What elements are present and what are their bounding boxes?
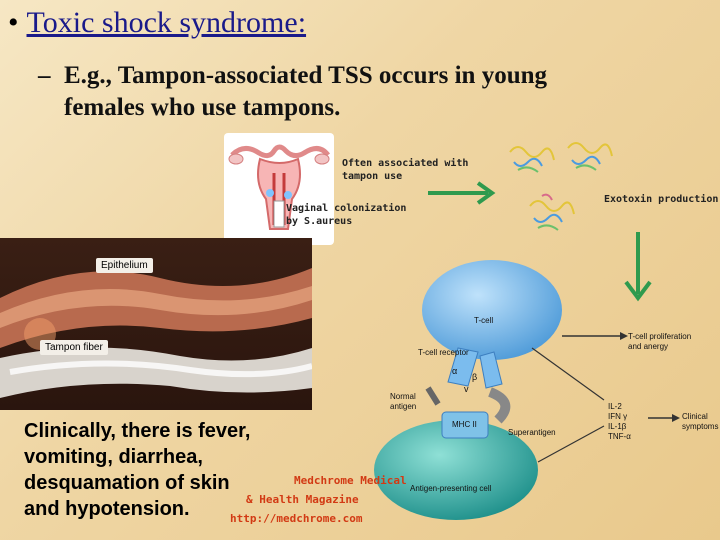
tcell-proliferation-line2: and anergy [628, 342, 669, 351]
tcell-proliferation-line1: T-cell proliferation [628, 332, 692, 341]
slide-title[interactable]: Toxic shock syndrome: [26, 6, 307, 39]
right-arrow-icon [428, 181, 496, 205]
watermark-line1: Medchrome Medical [294, 474, 407, 487]
apc-label: Antigen-presenting cell [410, 484, 492, 493]
cytokine-item: IFN γ [608, 412, 628, 421]
uterus-illustration [224, 133, 334, 245]
clinical-line3: desquamation of skin [24, 472, 230, 494]
sub-bullet-line1: E.g., Tampon-associated TSS occurs in yo… [64, 62, 547, 89]
clinical-symptoms-line2: symptoms [682, 422, 719, 431]
beta-label: β [472, 372, 478, 382]
heading-line: •Toxic shock syndrome: [8, 6, 306, 40]
tcell-receptor-label: T-cell receptor [418, 348, 469, 357]
uterus-icon [228, 144, 330, 230]
watermark: Medchrome Medical & Health Magazine http… [230, 474, 407, 525]
normal-antigen-label: Normal antigen [390, 392, 416, 412]
clinical-symptoms-line1: Clinical [682, 412, 708, 421]
protein-structures-icon [509, 142, 613, 231]
clinical-symptoms-label: Clinical symptoms [682, 412, 718, 432]
clinical-line4: and hypotension. [24, 498, 190, 520]
exotoxin-label: Exotoxin production [604, 194, 719, 205]
dash-marker: – [38, 62, 51, 89]
cytokine-list: IL-2 IFN γ IL-1β TNF-α [608, 402, 631, 442]
tissue-micrograph: Epithelium Tampon fiber [0, 238, 313, 410]
mhc-label: MHC II [452, 420, 477, 429]
tampon-fiber-label: Tampon fiber [40, 340, 108, 355]
note-tampon-use-line1: Often associated with [342, 158, 469, 169]
watermark-line2: & Health Magazine [246, 493, 359, 506]
tcell-proliferation-label: T-cell proliferation and anergy [628, 332, 691, 352]
v-label: v [464, 384, 469, 394]
cytokine-item: IL-1β [608, 422, 627, 431]
note-colonization: Vaginal colonization by S.aureus [286, 202, 436, 228]
watermark-link[interactable]: http://medchrome.com [230, 512, 363, 525]
epithelium-label: Epithelium [96, 258, 153, 273]
clinical-description: Clinically, there is fever, vomiting, di… [24, 418, 364, 522]
superantigen-label: Superantigen [508, 428, 556, 437]
clinical-line1: Clinically, there is fever, [24, 420, 251, 442]
cytokine-item: IL-2 [608, 402, 622, 411]
note-colonization-line2: by S.aureus [286, 216, 353, 227]
clinical-line2: vomiting, diarrhea, [24, 446, 203, 468]
alpha-label: α [452, 366, 458, 376]
tcell-label: T-cell [474, 316, 494, 325]
cytokine-item: TNF-α [608, 432, 631, 441]
superantigen-diagram: T-cell T-cell proliferation and anergy T… [368, 252, 720, 540]
note-tampon-use: Often associated with tampon use [342, 157, 492, 183]
note-colonization-line1: Vaginal colonization [286, 203, 407, 214]
normal-antigen-line1: Normal [390, 392, 416, 401]
normal-antigen-line2: antigen [390, 402, 417, 411]
bullet-marker: • [8, 6, 19, 39]
sub-bullet: –E.g., Tampon-associated TSS occurs in y… [38, 60, 708, 124]
tissue-image-icon [0, 238, 313, 410]
sub-bullet-line2: females who use tampons. [64, 94, 341, 121]
down-arrow-icon [624, 232, 652, 302]
immune-cells-icon [374, 260, 680, 520]
note-tampon-use-line2: tampon use [342, 171, 403, 182]
